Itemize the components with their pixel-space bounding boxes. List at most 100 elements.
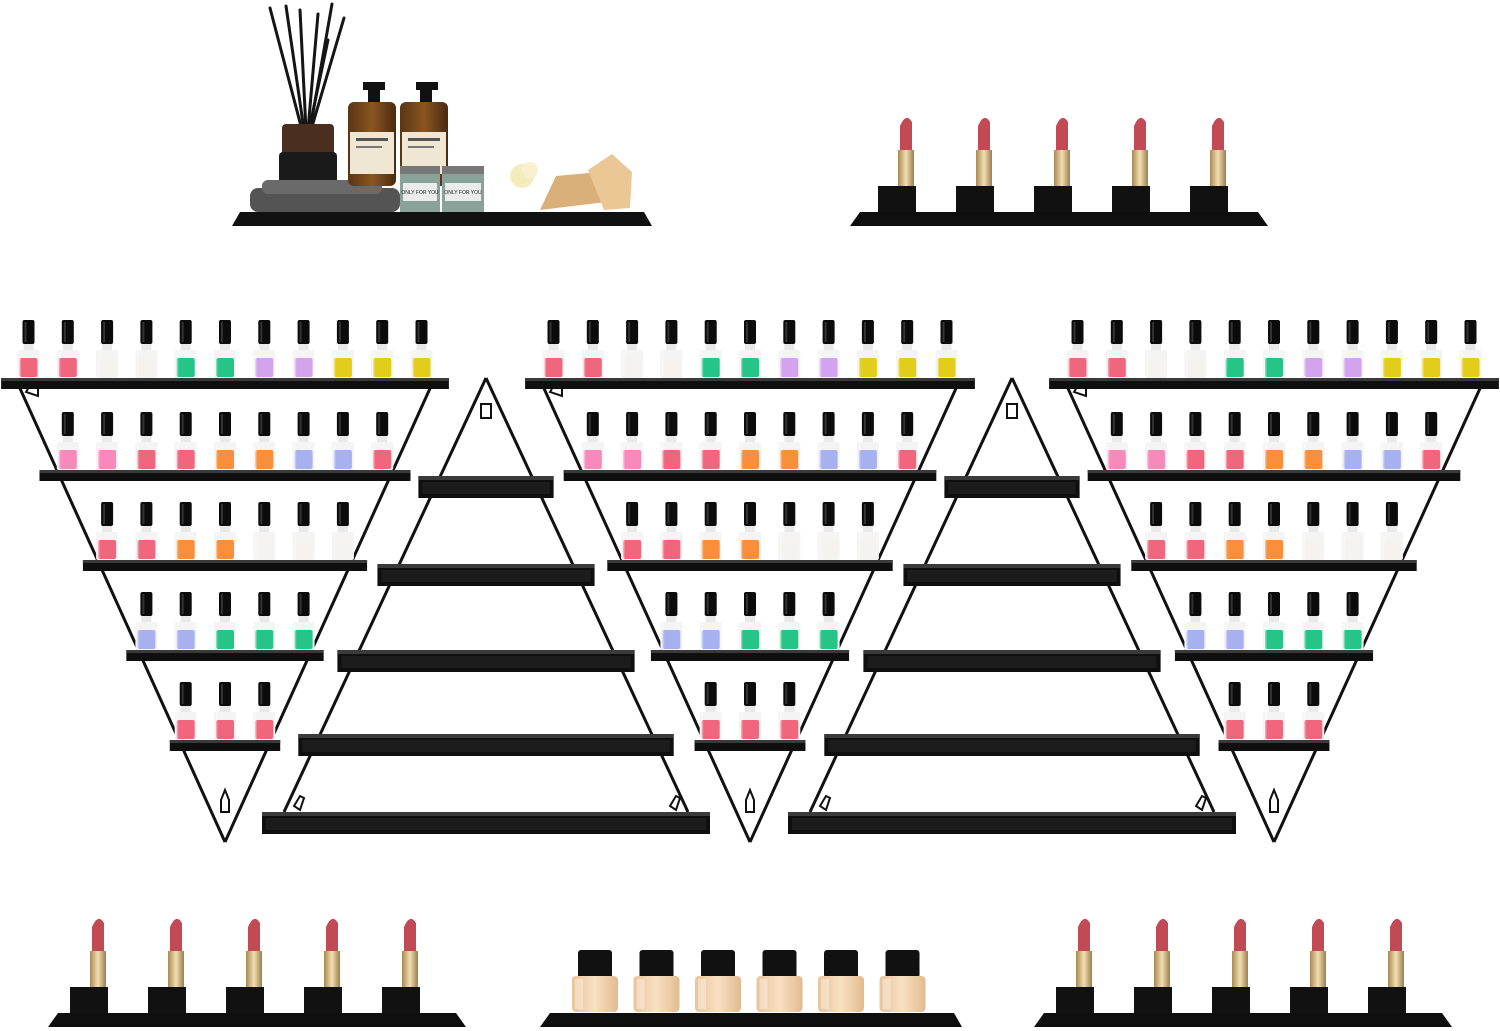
nail-polish-bottle	[1302, 502, 1325, 560]
hook-icon	[220, 787, 230, 813]
hook-icon	[1269, 787, 1279, 813]
nail-polish-bottle	[331, 320, 354, 378]
lipstick	[226, 918, 264, 1013]
nail-polish-bottle	[174, 592, 197, 650]
nail-polish-rack	[1, 320, 1499, 843]
nail-polish-bottle	[1380, 412, 1403, 470]
shelf-board	[850, 212, 1268, 226]
nail-polish-bottle	[214, 682, 236, 740]
nail-polish-bottle	[174, 320, 197, 378]
lipstick-shelf	[1034, 918, 1452, 1027]
nail-polish-bottle	[778, 592, 801, 650]
nail-polish-bottle	[896, 320, 919, 378]
lipstick	[148, 918, 186, 1013]
nail-polish-bottle	[1145, 502, 1168, 560]
shelf-board	[377, 564, 595, 586]
nail-polish-bottle	[253, 412, 276, 470]
lipstick	[1368, 918, 1406, 1013]
nail-polish-bottle	[292, 592, 315, 650]
nail-polish-bottle	[1223, 412, 1246, 470]
nail-polish-bottle	[817, 502, 840, 560]
lipstick	[1212, 918, 1250, 1013]
shelf-board	[1131, 560, 1417, 571]
nail-polish-bottle	[1341, 502, 1364, 560]
lipstick	[878, 117, 916, 212]
nail-polish-bottle	[856, 412, 879, 470]
nail-polish-bottle	[410, 320, 433, 378]
nail-polish-bottle	[1184, 502, 1207, 560]
foundation-shelf	[540, 950, 962, 1027]
hook-icon	[818, 794, 832, 812]
nail-polish-bottle	[1341, 412, 1364, 470]
shelf-board	[824, 734, 1200, 756]
decor-shelf: ONLY FOR YOU ONLY FOR YOU	[232, 2, 652, 226]
nail-polish-bottle	[253, 320, 276, 378]
nail-polish-bottle	[1302, 412, 1325, 470]
candle-label: ONLY FOR YOU	[401, 190, 439, 196]
shelf-board	[540, 1013, 962, 1027]
foundation-bottle	[756, 950, 803, 1012]
lipstick-shelf	[850, 117, 1268, 226]
lipstick	[1034, 117, 1072, 212]
lipstick	[304, 918, 342, 1013]
nail-polish-bottle	[621, 502, 644, 560]
shelf-board	[525, 378, 975, 389]
foundation-bottle	[879, 950, 926, 1012]
nail-polish-bottle	[135, 320, 158, 378]
nail-polish-bottle	[699, 592, 722, 650]
nail-polish-bottle	[1380, 320, 1403, 378]
nail-polish-bottle	[1302, 682, 1325, 740]
shelf-board	[262, 812, 710, 834]
nail-polish-bottle	[56, 320, 79, 378]
nail-polish-bottle	[699, 682, 722, 740]
shelf-board	[82, 560, 368, 571]
lipstick	[70, 918, 108, 1013]
nail-polish-bottle	[17, 320, 40, 378]
nail-polish-bottle	[660, 412, 683, 470]
nail-polish-bottle	[1105, 412, 1128, 470]
nail-polish-bottle	[96, 502, 119, 560]
nail-polish-bottle	[1223, 592, 1246, 650]
nail-polish-bottle	[253, 502, 276, 560]
lipstick	[1190, 117, 1228, 212]
nail-polish-bottle	[1263, 502, 1285, 560]
hook-icon	[292, 794, 306, 812]
nail-polish-bottle	[292, 320, 315, 378]
lipstick	[956, 117, 994, 212]
shelf-board	[48, 1013, 466, 1027]
nail-polish-bottle	[1263, 682, 1285, 740]
shelf-board	[1218, 740, 1330, 751]
nail-polish-bottle	[1223, 320, 1246, 378]
hook-icon	[668, 794, 682, 812]
nail-polish-bottle	[135, 412, 158, 470]
foundation-bottle	[572, 950, 618, 1012]
shelf-board	[1034, 1013, 1452, 1027]
lipstick	[1112, 117, 1150, 212]
nail-polish-bottle	[1184, 592, 1207, 650]
shelf-board	[563, 470, 937, 481]
hook-icon	[745, 787, 755, 813]
nail-polish-bottle	[935, 320, 958, 378]
nail-polish-bottle	[1263, 320, 1285, 378]
nail-polish-bottle	[56, 412, 79, 470]
shelf-board	[126, 650, 324, 661]
hook-icon	[1194, 794, 1208, 812]
nail-polish-bottle	[542, 320, 565, 378]
shelf-board	[944, 476, 1080, 498]
nail-polish-bottle	[896, 412, 919, 470]
nail-polish-bottle	[1223, 682, 1246, 740]
nail-polish-bottle	[214, 502, 236, 560]
lipstick	[1290, 918, 1328, 1013]
candle-jar: ONLY FOR YOU	[400, 166, 440, 212]
nail-polish-bottle	[292, 502, 315, 560]
nail-polish-bottle	[581, 320, 604, 378]
nail-polish-bottle	[739, 682, 761, 740]
nail-polish-bottle	[214, 412, 236, 470]
shelf-board	[694, 740, 806, 751]
nail-polish-bottle	[699, 412, 722, 470]
nail-polish-bottle	[1263, 412, 1285, 470]
nail-polish-bottle	[1341, 320, 1364, 378]
nail-polish-bottle	[1184, 320, 1207, 378]
nail-polish-bottle	[1263, 592, 1285, 650]
